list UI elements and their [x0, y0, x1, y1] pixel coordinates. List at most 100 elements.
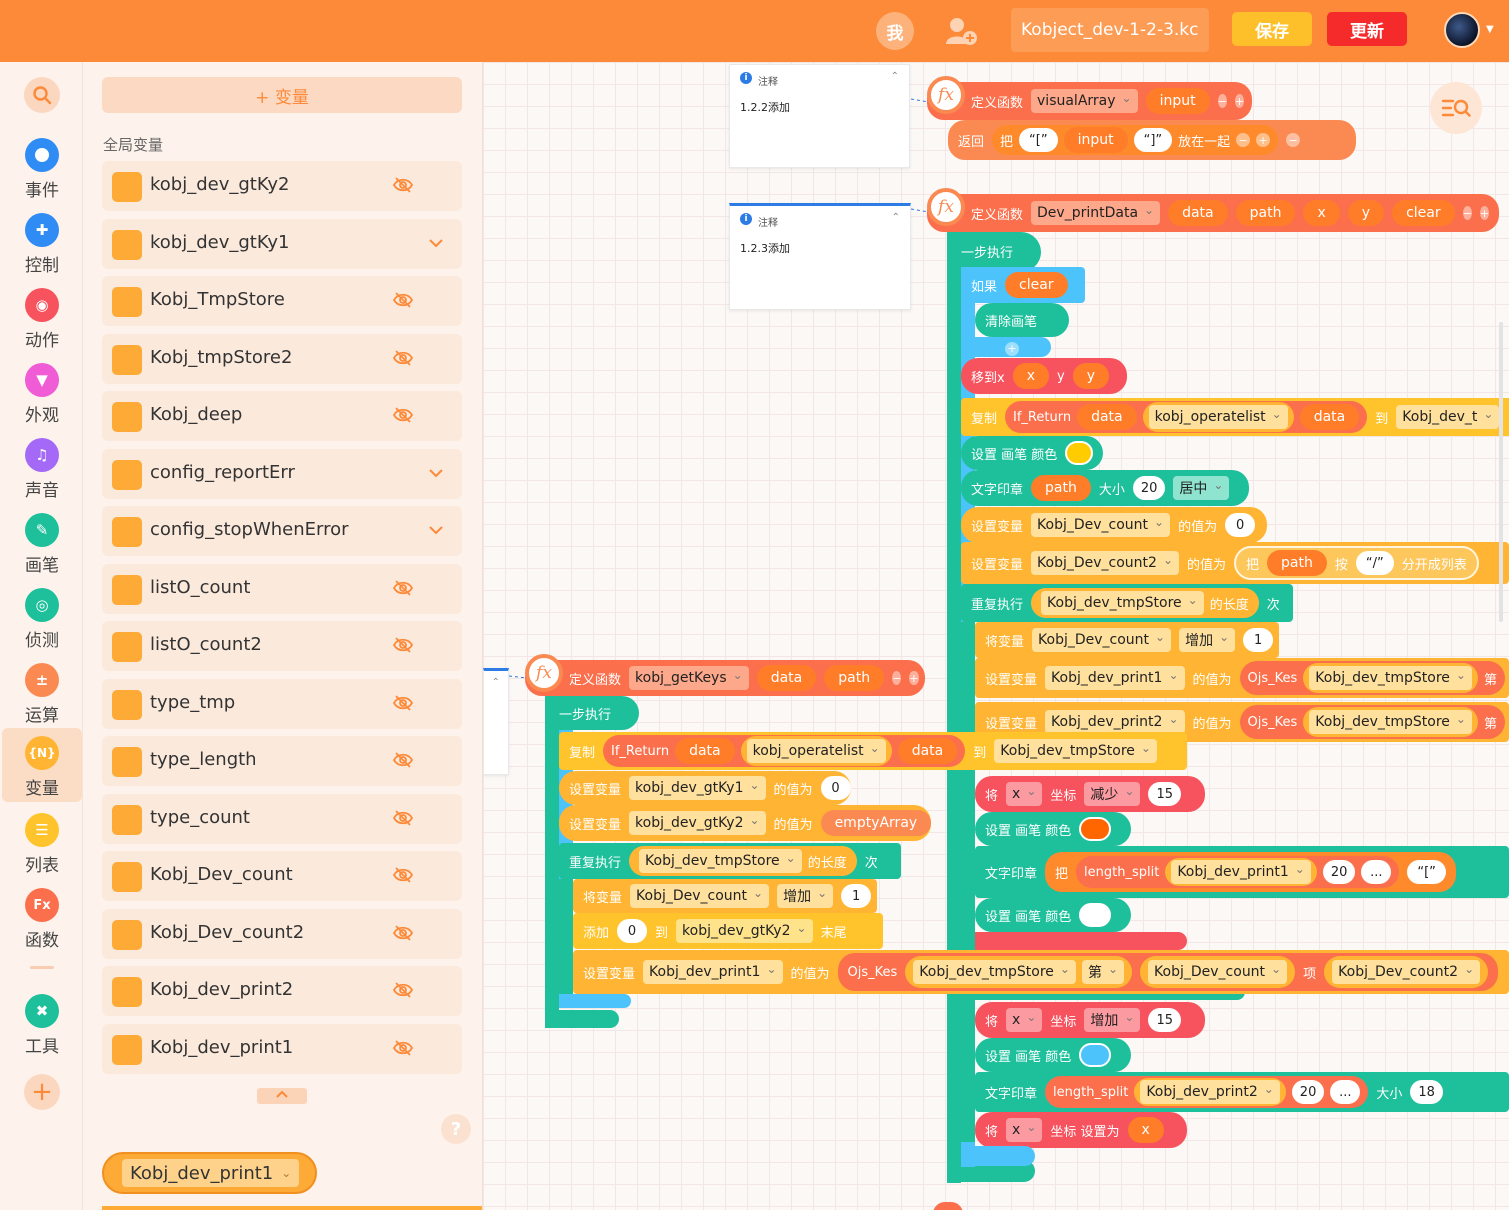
eye-off-icon[interactable] — [392, 692, 414, 714]
set-variable-block[interactable]: 设置变量 kobj_dev_gtKy1 的值为 0 — [559, 771, 851, 805]
eye-off-icon[interactable] — [392, 634, 414, 656]
variable-item[interactable]: listO_count — [102, 563, 462, 614]
set-x-block[interactable]: 将 x 坐标 设置为 x — [975, 1112, 1187, 1148]
category-event[interactable]: 事件 — [2, 134, 82, 204]
variable-item[interactable]: kobj_dev_gtKy1 — [102, 218, 462, 269]
collapse-icon[interactable]: ⌃ — [891, 212, 900, 223]
variable-item[interactable]: Kobj_TmpStore — [102, 276, 462, 326]
eye-off-icon[interactable] — [392, 577, 414, 599]
set-pen-color-block[interactable]: 设置 画笔 颜色 — [975, 1038, 1131, 1072]
change-x-block[interactable]: 将 x 坐标 增加 15 — [975, 1002, 1205, 1038]
variable-item[interactable]: type_tmp — [102, 678, 462, 729]
variable-item[interactable]: Kobj_dev_print1 — [102, 1023, 462, 1074]
variable-item[interactable]: type_count — [102, 793, 462, 844]
add-to-list-block[interactable]: 添加 0 到 kobj_dev_gtKy2 末尾 — [573, 913, 883, 949]
category-control[interactable]: ✚ 控制 — [2, 209, 82, 279]
block-workspace[interactable]: i 注释 ⌃ 1.2.2添加 i 注释 ⌃ 1.2.3添加 ⌃ 定义函数 vis… — [483, 62, 1509, 1210]
set-variable-block[interactable]: 设置变量 Kobj_dev_print1 的值为 Ojs_Kes Kobj_de… — [573, 950, 1509, 994]
eye-off-icon[interactable] — [392, 347, 414, 369]
if-block[interactable]: 如果 clear — [961, 267, 1085, 303]
eye-off-icon[interactable] — [392, 289, 414, 311]
param-pill[interactable]: input — [1145, 88, 1210, 114]
add-user-icon[interactable] — [944, 14, 980, 48]
text-stamp-block[interactable]: 文字印章 length_split Kobj_dev_print2 20 ...… — [975, 1072, 1509, 1112]
color-swatch[interactable] — [1079, 1043, 1112, 1067]
set-variable-block[interactable]: 设置变量 kobj_dev_gtKy2 的值为 emptyArray — [559, 805, 932, 841]
variable-item[interactable]: config_stopWhenError — [102, 506, 462, 556]
vertical-scrollbar[interactable] — [1499, 322, 1503, 622]
variable-item[interactable]: config_reportErr — [102, 448, 462, 499]
text-stamp-block[interactable]: 文字印章 把 length_split Kobj_dev_print1 20 .… — [975, 846, 1509, 898]
set-variable-block[interactable]: 设置变量 Kobj_Dev_count2 的值为 把 path 按 “/” 分开… — [961, 542, 1509, 584]
function-name[interactable]: visualArray — [1031, 89, 1138, 113]
collapse-icon[interactable]: ⌃ — [491, 677, 500, 688]
define-function-block[interactable]: 定义函数 kobj_getKeys data path −+ — [525, 660, 925, 696]
add-extension-button[interactable]: + — [24, 1074, 60, 1110]
repeat-block[interactable]: 重复执行 Kobj_dev_tmpStore 的长度 次 — [559, 843, 901, 879]
update-button[interactable]: 更新 — [1327, 12, 1407, 46]
category-operators[interactable]: ± 运算 — [2, 659, 82, 729]
minus-icon[interactable]: − — [1286, 133, 1301, 147]
me-button[interactable]: 我 — [876, 12, 914, 50]
eye-off-icon[interactable] — [392, 1037, 414, 1059]
plus-icon[interactable]: + — [1234, 94, 1245, 108]
change-x-block[interactable]: 将 x 坐标 减少 15 — [975, 776, 1205, 812]
color-swatch[interactable] — [1079, 817, 1112, 841]
variable-item[interactable]: Kobj_deep — [102, 391, 462, 441]
text-stamp-block[interactable]: 文字印章 path 大小 20 居中 — [961, 470, 1249, 506]
collapse-icon[interactable]: ⌃ — [890, 71, 899, 82]
copy-block[interactable]: 复制 If_Return data kobj_operatelist data … — [559, 732, 1187, 770]
return-block[interactable]: 返回 把 “[” input “]” 放在一起 −+ − — [948, 120, 1356, 160]
chevron-down-icon[interactable] — [428, 235, 444, 251]
category-functions[interactable]: Fx 函数 — [2, 884, 82, 954]
variable-item[interactable]: kobj_dev_gtKy2 — [102, 161, 462, 211]
chevron-down-icon[interactable] — [428, 465, 444, 481]
comment-box[interactable]: i 注释 ⌃ 1.2.2添加 — [729, 64, 910, 168]
help-icon[interactable]: ? — [441, 1114, 471, 1144]
project-name-field[interactable]: Kobject_dev-1-2-3.kc — [1011, 8, 1209, 52]
category-tools[interactable]: ✖ 工具 — [2, 990, 82, 1060]
workspace-search-icon[interactable] — [1430, 82, 1482, 134]
variable-dropdown[interactable]: Kobj_dev_print1⌄ — [122, 1159, 300, 1187]
chevron-down-icon[interactable] — [428, 522, 444, 538]
set-pen-color-block[interactable]: 设置 画笔 颜色 — [961, 436, 1103, 470]
move-to-block[interactable]: 移到x x y y — [961, 358, 1127, 394]
eye-off-icon[interactable] — [392, 404, 414, 426]
avatar[interactable] — [1444, 12, 1480, 48]
eye-off-icon[interactable] — [392, 864, 414, 886]
search-icon[interactable] — [24, 77, 60, 113]
function-name[interactable]: kobj_getKeys — [629, 666, 749, 690]
set-pen-color-block[interactable]: 设置 画笔 颜色 — [975, 812, 1131, 846]
eye-off-icon[interactable] — [392, 807, 414, 829]
comment-box[interactable]: ⌃ — [483, 668, 509, 775]
set-variable-block[interactable]: 设置变量 Kobj_dev_print1 的值为 Ojs_Kes Kobj_de… — [975, 658, 1509, 698]
set-pen-color-block[interactable]: 设置 画笔 颜色 — [975, 898, 1131, 932]
change-variable-block[interactable]: 将变量 Kobj_Dev_count 增加 1 — [573, 879, 877, 913]
set-variable-block[interactable]: 设置变量 Kobj_Dev_count 的值为 0 — [961, 507, 1267, 543]
variable-item[interactable]: Kobj_Dev_count2 — [102, 908, 462, 959]
variable-item[interactable]: type_length — [102, 736, 462, 786]
step-block[interactable]: 一步执行 — [947, 232, 1041, 272]
category-variables[interactable]: {N} 变量 — [2, 728, 82, 802]
repeat-block[interactable]: 重复执行 Kobj_dev_tmpStore 的长度 次 — [961, 584, 1293, 622]
color-swatch[interactable] — [1079, 903, 1112, 927]
clear-pen-block[interactable]: 清除画笔 — [975, 303, 1069, 337]
define-function-block[interactable]: 定义函数 visualArray input −+ — [927, 82, 1252, 120]
comment-box[interactable]: i 注释 ⌃ 1.2.3添加 — [729, 203, 911, 310]
collapse-button[interactable] — [257, 1088, 307, 1104]
step-block[interactable]: 一步执行 — [545, 696, 639, 730]
minus-icon[interactable]: − — [1217, 94, 1227, 108]
define-function-block[interactable]: 定义函数 Dev_printData data path x y clear −… — [927, 194, 1499, 232]
eye-off-icon[interactable] — [392, 174, 414, 196]
category-looks[interactable]: ▼ 外观 — [2, 359, 82, 429]
eye-off-icon[interactable] — [392, 922, 414, 944]
eye-off-icon[interactable] — [392, 749, 414, 771]
variable-item[interactable]: Kobj_Dev_count — [102, 851, 462, 901]
change-variable-block[interactable]: 将变量 Kobj_Dev_count 增加 1 — [975, 622, 1279, 658]
category-motion[interactable]: ◉ 动作 — [2, 284, 82, 354]
save-button[interactable]: 保存 — [1232, 12, 1312, 46]
variable-item[interactable]: Kobj_tmpStore2 — [102, 333, 462, 384]
variable-item[interactable]: Kobj_dev_print2 — [102, 966, 462, 1016]
category-lists[interactable]: ☰ 列表 — [2, 809, 82, 879]
variable-item[interactable]: listO_count2 — [102, 621, 462, 671]
